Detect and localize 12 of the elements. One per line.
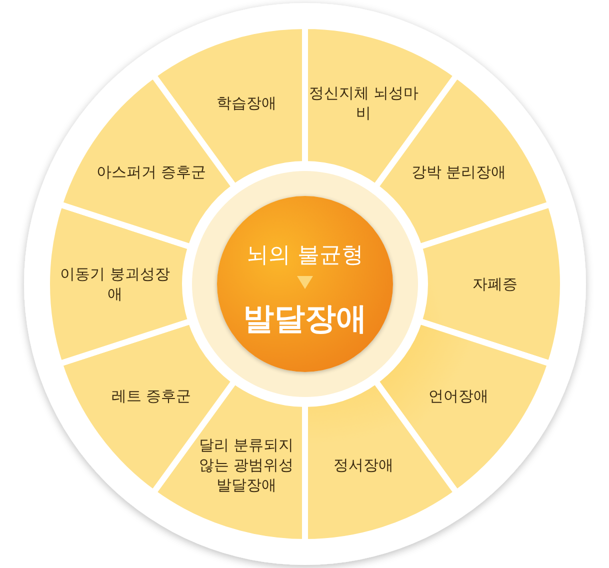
- center-title: 발달장애: [242, 300, 368, 339]
- segment-label: 이동기 붕괴성장애: [60, 264, 170, 304]
- segment-label: 달리 분류되지 않는 광범위성 발달장애: [198, 434, 295, 495]
- segment-label: 학습장애: [215, 93, 278, 114]
- segment-label: 자폐증: [472, 274, 518, 294]
- segment-label: 아스퍼거 증후군: [96, 162, 206, 182]
- segment-label: 레트 증후군: [110, 386, 192, 406]
- segment-label: 정신지체 뇌성마비: [308, 83, 419, 124]
- segment-label: 강박 분리장애: [410, 162, 508, 182]
- segment-label: 언어장애: [428, 386, 490, 406]
- segment-label: 정서장애: [332, 454, 395, 475]
- center-subtitle: 뇌의 불균형: [246, 242, 364, 270]
